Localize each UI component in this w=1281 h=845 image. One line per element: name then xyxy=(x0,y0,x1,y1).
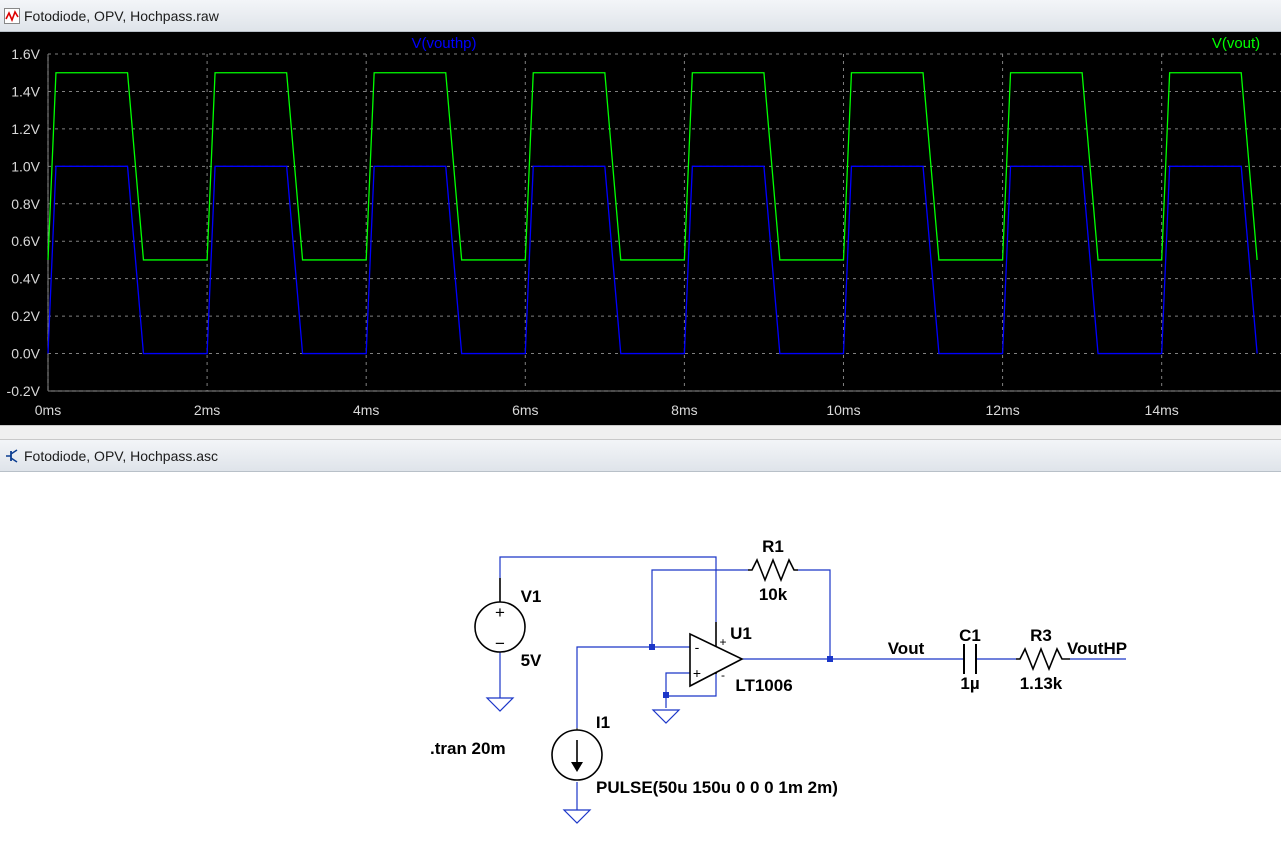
ground-icon-u1 xyxy=(651,709,681,724)
ground-icon-i1 xyxy=(562,809,592,824)
ground-icon-v1 xyxy=(485,697,515,712)
resistor-r1[interactable]: R1 10k xyxy=(748,537,798,604)
v1-plus-sign: + xyxy=(495,603,505,622)
u1-ref: U1 xyxy=(730,624,752,643)
spice-directive-tran[interactable]: .tran 20m xyxy=(430,739,506,758)
schematic-icon xyxy=(6,449,18,463)
resistor-r3[interactable]: R3 1.13k xyxy=(1016,626,1070,693)
waveform-plot[interactable]: -0.2V 0.0V 0.2V 0.4V 0.6V 0.8V 1.0V 1.2V 1.4V 1.6… xyxy=(0,32,1281,425)
c1-ref: C1 xyxy=(959,626,981,645)
schematic-wires xyxy=(499,556,1126,810)
x-tick-label: 12ms xyxy=(985,402,1019,418)
x-tick-label: 4ms xyxy=(353,402,379,418)
y-tick-label: 0.2V xyxy=(11,308,40,324)
v1-ref: V1 xyxy=(521,587,542,606)
i1-ref: I1 xyxy=(596,713,610,732)
r1-value: 10k xyxy=(759,585,788,604)
y-tick-label: 1.4V xyxy=(11,83,40,99)
y-tick-label: 1.0V xyxy=(11,158,40,174)
x-axis-ticks: 0ms 2ms 4ms 6ms 8ms 10ms 12ms 14ms xyxy=(35,402,1179,418)
schematic-svg[interactable]: R1 10k + − V1 5V - + + - U1 LT1006 Vout xyxy=(0,472,1281,840)
y-tick-label: 1.2V xyxy=(11,121,40,137)
x-tick-label: 6ms xyxy=(512,402,538,418)
u1-in-minus: - xyxy=(695,639,700,655)
net-label-vout[interactable]: Vout xyxy=(888,639,925,658)
y-tick-label: 0.6V xyxy=(11,233,40,249)
current-source-i1[interactable]: I1 PULSE(50u 150u 0 0 0 1m 2m) xyxy=(551,713,838,797)
waveform-plot-svg[interactable]: -0.2V 0.0V 0.2V 0.4V 0.6V 0.8V 1.0V 1.2V 1.4V 1.6… xyxy=(0,32,1281,425)
schematic-canvas[interactable]: R1 10k + − V1 5V - + + - U1 LT1006 Vout xyxy=(0,472,1281,840)
r3-ref: R3 xyxy=(1030,626,1052,645)
y-axis-ticks: -0.2V 0.0V 0.2V 0.4V 0.6V 0.8V 1.0V 1.2V 1.4V 1.6… xyxy=(7,46,41,399)
r3-value: 1.13k xyxy=(1020,674,1063,693)
x-tick-label: 8ms xyxy=(671,402,697,418)
schematic-window-titlebar[interactable]: Fotodiode, OPV, Hochpass.asc xyxy=(0,440,1281,472)
net-label-vouthp[interactable]: VoutHP xyxy=(1067,639,1127,658)
trace-label-vouthp[interactable]: V(vouthp) xyxy=(411,35,476,52)
capacitor-c1[interactable]: C1 1µ xyxy=(959,626,981,693)
y-tick-label: 1.6V xyxy=(11,46,40,62)
c1-value: 1µ xyxy=(960,674,979,693)
v1-minus-sign: − xyxy=(495,634,505,653)
plot-grid xyxy=(47,53,1281,392)
series-line-vvout xyxy=(47,72,1258,261)
u1-value: LT1006 xyxy=(735,676,792,695)
trace-label-vout[interactable]: V(vout) xyxy=(1212,35,1260,52)
waveform-window-titlebar[interactable]: Fotodiode, OPV, Hochpass.raw xyxy=(0,0,1281,32)
u1-in-plus: + xyxy=(693,665,701,681)
v1-value: 5V xyxy=(521,651,542,670)
ground-symbols xyxy=(485,697,681,824)
r1-ref: R1 xyxy=(762,537,784,556)
y-tick-label: -0.2V xyxy=(7,383,41,399)
y-tick-label: 0.0V xyxy=(11,346,40,362)
x-tick-label: 14ms xyxy=(1145,402,1179,418)
u1-supply-minus: - xyxy=(721,668,725,682)
x-tick-label: 10ms xyxy=(826,402,860,418)
x-tick-label: 0ms xyxy=(35,402,61,418)
x-tick-label: 2ms xyxy=(194,402,220,418)
voltage-source-v1[interactable]: + − V1 5V xyxy=(474,578,542,670)
y-tick-label: 0.8V xyxy=(11,196,40,212)
schematic-window-title: Fotodiode, OPV, Hochpass.asc xyxy=(24,448,219,464)
waveform-icon xyxy=(4,8,20,24)
plot-series xyxy=(47,72,1258,355)
y-tick-label: 0.4V xyxy=(11,271,40,287)
window-splitter[interactable] xyxy=(0,425,1281,440)
i1-value: PULSE(50u 150u 0 0 0 1m 2m) xyxy=(596,778,838,797)
opamp-u1[interactable]: - + + - U1 LT1006 xyxy=(689,622,793,695)
series-line-vvouthp xyxy=(47,165,1258,355)
u1-supply-plus: + xyxy=(719,635,726,649)
junction-dots xyxy=(649,644,833,698)
waveform-window-title: Fotodiode, OPV, Hochpass.raw xyxy=(24,8,219,24)
